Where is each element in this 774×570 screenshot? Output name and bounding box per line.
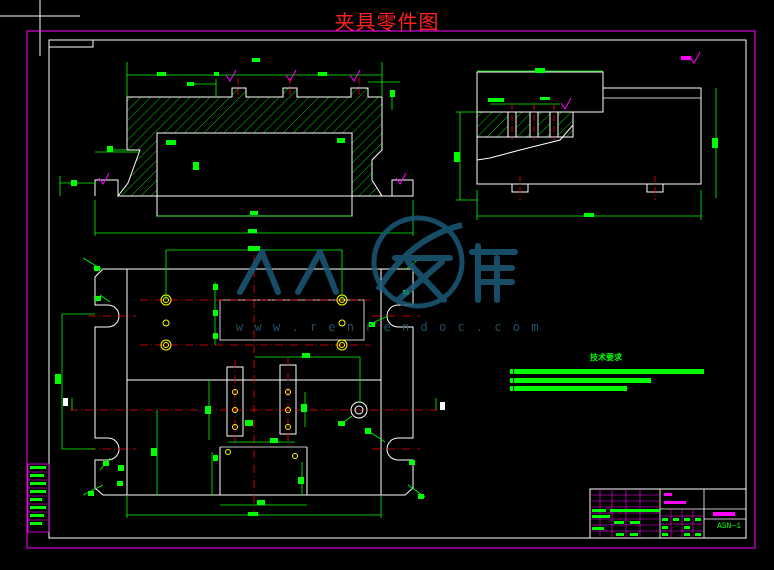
plan-view [55, 246, 445, 518]
drawing-number: ASN—1 [716, 522, 741, 531]
technical-requirements [510, 369, 704, 391]
inner-border [48, 39, 747, 539]
roughness-note-box [681, 56, 691, 60]
watermark-logo-icon [237, 215, 518, 309]
watermark-url: w w w . r e n r e n d o c . c o m [236, 320, 541, 334]
technical-requirements-title: 技术要求 [590, 353, 622, 362]
roughness-symbol-icon [98, 69, 407, 185]
corner-tag-box [48, 39, 94, 48]
locating-pin-icon [350, 401, 368, 419]
front-section-view [59, 58, 414, 236]
bolt-hole-icon [160, 294, 348, 459]
crosshair-cursor [0, 0, 80, 56]
revision-block [27, 463, 50, 533]
outer-border [26, 30, 756, 549]
title-block [589, 488, 747, 539]
side-section-view [454, 51, 718, 220]
drawing-title: 夹具零件图 [334, 10, 440, 34]
